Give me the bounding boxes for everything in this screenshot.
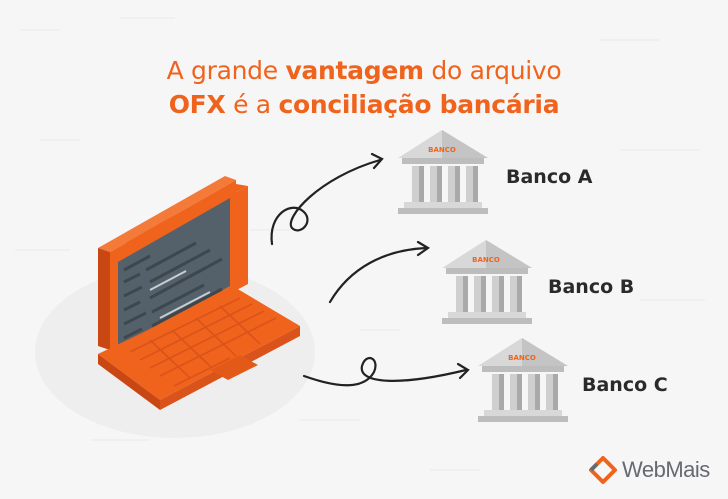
code-lines: [123, 241, 223, 340]
bank-c-icon: BANCO: [478, 338, 568, 422]
screen-top-edge: [98, 176, 236, 252]
arrow-to-banco-c-icon: [302, 356, 468, 387]
arrowhead-c-icon: [456, 362, 470, 380]
laptop-icon: [98, 176, 300, 410]
logo-text: WebMais: [622, 457, 710, 482]
screen-side: [98, 248, 110, 350]
touchpad: [210, 355, 258, 380]
arrowhead-b-icon: [416, 240, 431, 257]
title-line-1: A grande vantagem do arquivo: [166, 56, 562, 85]
page-title: A grande vantagem do arquivo OFX é a con…: [0, 54, 728, 122]
bank-b-label: Banco B: [548, 276, 635, 298]
arrows: [270, 152, 470, 387]
bank-a-icon: BANCO: [398, 130, 488, 214]
bank-a-sign: BANCO: [428, 146, 456, 154]
screen-display: [118, 198, 230, 346]
bank-b-sign: BANCO: [472, 256, 500, 264]
arrowhead-a-icon: [370, 152, 384, 170]
title-line-2: OFX é a conciliação bancária: [168, 90, 560, 119]
bank-c-sign: BANCO: [508, 354, 536, 362]
bank-b-icon: BANCO: [442, 240, 532, 324]
bank-c-label: Banco C: [582, 374, 668, 396]
arrow-to-banco-a-icon: [270, 158, 382, 246]
base-side-left: [98, 354, 160, 410]
arrow-to-banco-b-icon: [328, 246, 428, 304]
webmais-logo-icon: [589, 456, 617, 484]
keyboard-keys: [129, 297, 277, 387]
webmais-logo: WebMais: [588, 454, 710, 486]
bank-a-label: Banco A: [506, 166, 593, 188]
code-highlight: [149, 270, 211, 319]
